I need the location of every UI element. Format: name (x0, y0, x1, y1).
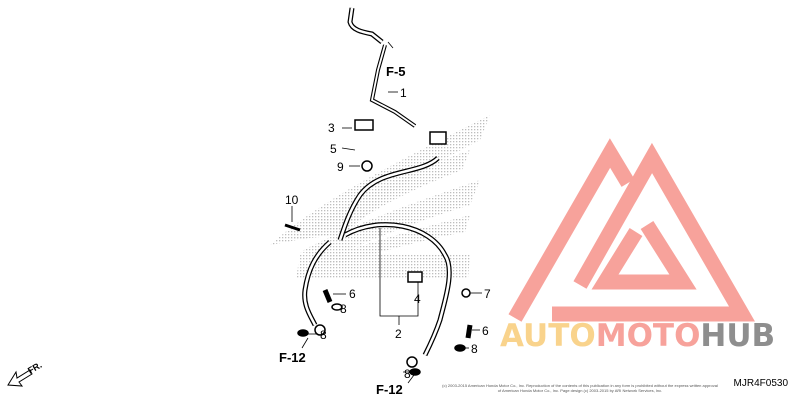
callout-8a: 8 (340, 302, 347, 316)
callout-3: 3 (328, 121, 335, 135)
leader-lines (291, 41, 482, 384)
callout-4: 4 (414, 292, 421, 306)
copyright-notice: (c) 2003-2015 American Honda Motor Co., … (442, 383, 718, 393)
ref-f12-left[interactable]: F-12 (279, 350, 306, 365)
front-label: FR. (26, 360, 44, 376)
callout-2: 2 (395, 327, 402, 341)
callout-1: 1 (400, 86, 407, 100)
callout-7: 7 (484, 287, 491, 301)
brake-hoses (284, 7, 473, 376)
ref-f5[interactable]: F-5 (386, 64, 406, 79)
automotohub-watermark: AUTOMOTOHUB (500, 318, 775, 354)
honda-lettering-background (296, 255, 470, 278)
watermark-auto: AUTO (500, 318, 596, 354)
callout-10: 10 (285, 193, 299, 207)
watermark-hub: HUB (700, 318, 776, 354)
watermark-moto: MOTO (595, 318, 701, 354)
callout-8b: 8 (320, 328, 327, 342)
callout-5: 5 (330, 142, 337, 156)
front-direction-arrow-icon: FR. (7, 360, 44, 387)
callout-9: 9 (337, 160, 344, 174)
ref-f12-bottom[interactable]: F-12 (376, 382, 403, 397)
automotohub-logo-mark (508, 138, 755, 322)
callout-6a: 6 (349, 287, 356, 301)
diagram-code: MJR4F0530 (733, 378, 788, 389)
callout-6b: 6 (482, 324, 489, 338)
callout-8d: 8 (404, 367, 411, 381)
callout-8c: 8 (471, 342, 478, 356)
